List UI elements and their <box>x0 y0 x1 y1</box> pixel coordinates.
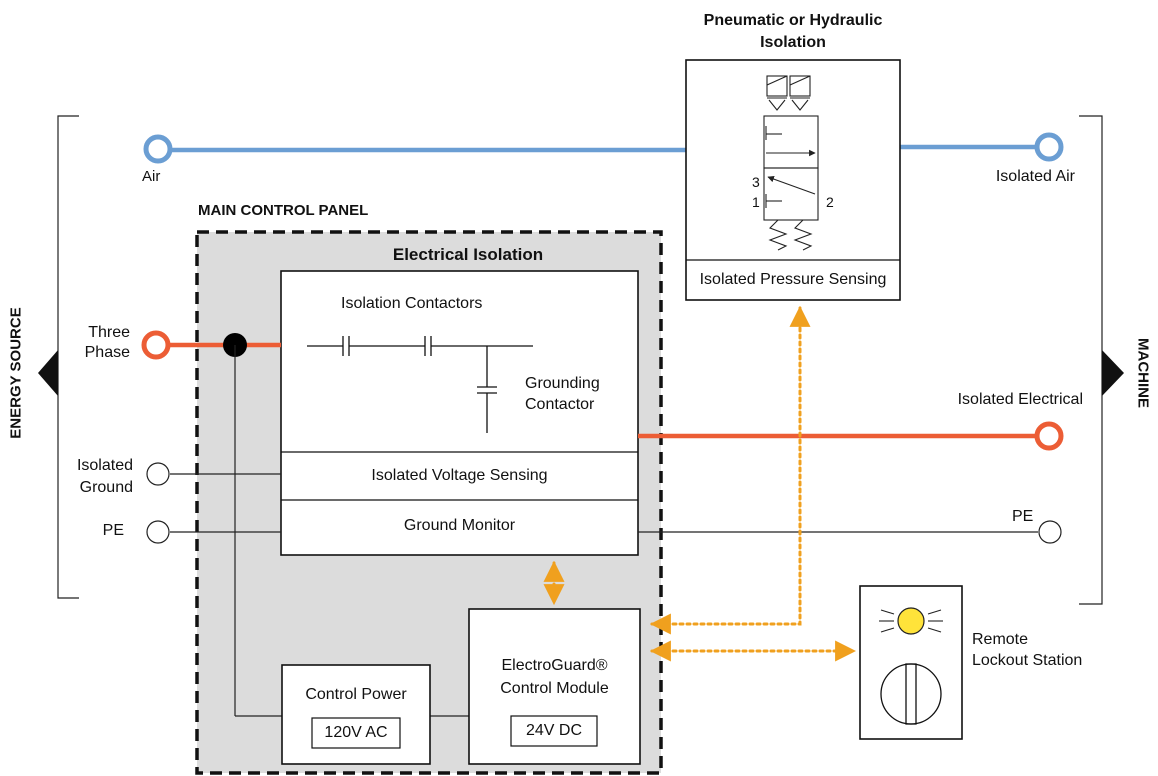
electrical-isolation-title: Electrical Isolation <box>392 245 544 264</box>
control-power-voltage-label: 120V AC <box>324 724 388 741</box>
valve-port-2: 2 <box>826 194 834 210</box>
machine-bracket <box>1079 115 1103 605</box>
control-module-label-1: ElectroGuard® <box>501 657 608 674</box>
control-power-voltage-box <box>311 717 401 749</box>
air-label: Air <box>142 168 161 185</box>
beacon-light-icon <box>879 607 943 635</box>
valve-symbol-icon <box>763 75 819 251</box>
ground-monitor-label: Ground Monitor <box>403 517 516 534</box>
lockout-switch-icon <box>880 663 942 725</box>
three-phase-label-2: Phase <box>84 344 130 361</box>
control-power-box <box>281 664 431 765</box>
machine-label: MACHINE <box>1134 338 1152 408</box>
control-module-voltage-label: 24V DC <box>525 722 583 739</box>
isolated-pressure-sensing-label: Isolated Pressure Sensing <box>699 271 887 288</box>
grounding-contactor-label-2: Contactor <box>525 396 595 413</box>
signal-pressure-sensing-link <box>649 305 811 635</box>
isolated-air-label: Isolated Air <box>995 168 1075 185</box>
valve-port-3: 3 <box>752 174 760 190</box>
electrical-isolation-box <box>280 270 639 556</box>
pe-right-label: PE <box>1012 508 1034 525</box>
pneumatic-title-1: Pneumatic or Hydraulic <box>703 12 883 29</box>
isolated-ground-label-1: Isolated <box>76 457 133 474</box>
control-module-voltage-box <box>510 715 598 747</box>
isolated-air-terminal <box>1034 132 1064 162</box>
valve-port-1: 1 <box>752 194 760 210</box>
grounding-contactor-icon <box>477 346 497 433</box>
remote-lockout-label-1: Remote <box>972 631 1029 648</box>
three-phase-label-1: Three <box>88 324 130 341</box>
energy-source-pointer <box>38 350 58 396</box>
control-module-label-2: Control Module <box>500 680 609 697</box>
grounding-contactor-label-1: Grounding <box>525 375 600 392</box>
isolated-electrical-terminal <box>1034 421 1064 451</box>
three-phase-terminal <box>141 330 171 360</box>
isolated-voltage-sensing-label: Isolated Voltage Sensing <box>371 467 548 484</box>
isolation-contactors-label: Isolation Contactors <box>341 295 483 312</box>
isolated-ground-terminal <box>146 462 170 486</box>
air-terminal <box>143 134 173 164</box>
isolation-contactors-icon <box>307 336 533 356</box>
control-power-label: Control Power <box>305 686 407 703</box>
isolated-electrical-label: Isolated Electrical <box>957 391 1083 408</box>
pe-right-terminal <box>1038 520 1062 544</box>
isolated-ground-label-2: Ground <box>79 479 133 496</box>
pe-left-label: PE <box>102 522 124 539</box>
pe-left-terminal <box>146 520 170 544</box>
energy-source-label: ENERGY SOURCE <box>7 307 25 439</box>
machine-pointer <box>1102 350 1124 396</box>
main-control-panel-label: MAIN CONTROL PANEL <box>198 202 369 219</box>
pneumatic-title-2: Isolation <box>760 34 826 51</box>
remote-lockout-label-2: Lockout Station <box>972 652 1083 669</box>
